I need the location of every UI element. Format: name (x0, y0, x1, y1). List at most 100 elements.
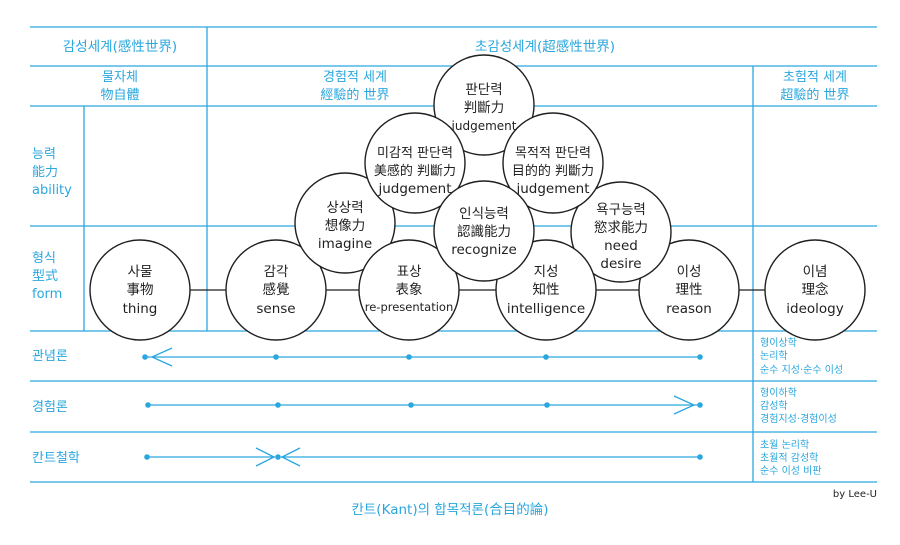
node-ideology-ko: 이념 (803, 264, 828, 280)
node-representation-hanja: 表象 (396, 282, 423, 298)
row-label-form-ko: 형식 (32, 251, 56, 266)
node-representation-en: re-presentation (365, 300, 454, 314)
node-aesthetic-judgement: 미감적 판단력 美感的 判斷力 judgement (364, 112, 466, 214)
node-desire-en-need: need (604, 238, 638, 254)
note-empiricism-3: 경험지성·경험이성 (760, 412, 837, 425)
note-kant-1: 초월 논리학 (760, 439, 809, 451)
row-label-form-en: form (32, 287, 62, 302)
node-imagine-en: imagine (318, 236, 372, 252)
subheader-transcendental-world-ko: 초험적 세계 (783, 70, 847, 85)
row-label-kant: 칸트철학 (32, 451, 80, 466)
node-imagine: 상상력 想像力 imagine (294, 172, 396, 274)
node-thing: 사물 事物 thing (89, 239, 191, 341)
node-judgement-en: judgement (451, 119, 517, 133)
subheader-empirical-world-ko: 경험적 세계 (323, 70, 387, 85)
node-judgement-ko: 판단력 (465, 82, 502, 98)
node-recognize-en: recognize (451, 242, 517, 258)
node-reason: 이성 理性 reason (638, 239, 740, 341)
node-sense-hanja: 感覺 (263, 281, 290, 298)
kant-arrow (144, 447, 703, 467)
node-judgement-hanja: 判斷力 (464, 100, 505, 116)
note-idealism-1: 형이상학 (760, 337, 797, 349)
header-supersensible-world: 초감성세계(超感性世界) (475, 38, 615, 55)
idealism-dot-representation (406, 354, 412, 360)
node-desire-hanja: 慾求能力 (594, 220, 648, 236)
subheader-thing-in-itself-hanja: 物自體 (100, 88, 139, 103)
node-ideology-hanja: 理念 (802, 281, 829, 298)
idealism-arrow (142, 347, 703, 367)
empiricism-arrow (145, 395, 703, 415)
row-label-ability-hanja: 能力 (32, 165, 58, 180)
node-sense-ko: 감각 (264, 264, 289, 280)
idealism-dot-thing (142, 354, 148, 360)
node-desire-en-desire: desire (600, 256, 641, 272)
node-aesthetic-judgement-hanja: 美感的 判斷力 (374, 163, 456, 179)
node-teleological-judgement-ko: 목적적 판단력 (515, 146, 591, 161)
node-reason-circle (638, 239, 740, 341)
node-desire: 욕구능력 慾求能力 need desire (570, 181, 672, 283)
note-idealism-2: 논리학 (760, 350, 788, 362)
node-teleological-judgement-hanja: 目的的 判斷力 (512, 163, 594, 179)
idealism-dot-reason (697, 354, 703, 360)
kant-dot-reason (697, 454, 703, 460)
node-recognize-circle (433, 180, 535, 282)
subheader-transcendental-world-hanja: 超驗的 世界 (780, 87, 849, 103)
node-sense-circle (225, 239, 327, 341)
node-recognize-hanja: 認識能力 (457, 224, 511, 240)
node-aesthetic-judgement-circle (364, 112, 466, 214)
note-kant-2: 초월적 감성학 (760, 452, 818, 464)
node-representation-circle (358, 239, 460, 341)
node-sense-en: sense (256, 301, 295, 317)
note-idealism-3: 순수 지성·순수 이성 (760, 364, 843, 376)
node-judgement-circle (433, 54, 535, 156)
node-imagine-hanja: 想像力 (325, 218, 366, 234)
row-label-ability-ko: 능력 (32, 147, 56, 162)
node-reason-en: reason (666, 301, 712, 317)
row-label-ability-en: ability (32, 183, 72, 198)
node-thing-en: thing (123, 301, 158, 317)
node-sense: 감각 感覺 sense (225, 239, 327, 341)
header-sensible-world: 감성세계(感性世界) (63, 38, 177, 55)
node-thing-hanja: 事物 (127, 282, 154, 298)
node-desire-circle (570, 181, 672, 283)
node-representation: 표상 表象 re-presentation (358, 239, 460, 341)
empiricism-dot-reason (697, 402, 703, 408)
node-thing-circle (89, 239, 191, 341)
node-intelligence-hanja: 知性 (533, 281, 560, 298)
empiricism-arrowhead-right (673, 395, 696, 415)
note-kant-3: 순수 이성 비판 (760, 465, 822, 477)
credit: by Lee-U (833, 489, 877, 500)
idealism-dot-intelligence (543, 354, 549, 360)
kant-dot-sense (275, 454, 281, 460)
node-aesthetic-judgement-ko: 미감적 판단력 (377, 146, 453, 161)
node-imagine-circle (294, 172, 396, 274)
node-thing-ko: 사물 (128, 264, 153, 280)
node-ideology-en: ideology (786, 301, 843, 317)
empiricism-dot-sense (275, 402, 281, 408)
node-desire-ko: 욕구능력 (596, 202, 646, 218)
grid (30, 26, 877, 483)
caption: 칸트(Kant)의 합목적론(合目的論) (351, 502, 548, 518)
idealism-arrowhead-left (150, 347, 173, 367)
row-label-idealism: 관념론 (32, 349, 68, 364)
empiricism-dot-intelligence (544, 402, 550, 408)
subheader-thing-in-itself-ko: 물자체 (102, 70, 138, 85)
empiricism-dot-representation (408, 402, 414, 408)
node-reason-hanja: 理性 (676, 282, 703, 298)
node-teleological-judgement-en: judgement (515, 181, 589, 197)
note-empiricism-1: 형이하학 (760, 386, 797, 399)
node-ideology-circle (764, 239, 866, 341)
node-intelligence-en: intelligence (507, 301, 585, 317)
node-ideology: 이념 理念 ideology (764, 239, 866, 341)
node-recognize-ko: 인식능력 (459, 206, 509, 222)
row-label-empiricism: 경험론 (32, 400, 68, 415)
idealism-dot-sense (273, 354, 279, 360)
note-empiricism-2: 감성학 (760, 400, 788, 412)
subheader-empirical-world-hanja: 經驗的 世界 (320, 87, 389, 103)
row-label-form-hanja: 型式 (32, 269, 58, 284)
empiricism-dot-thing (145, 402, 151, 408)
kant-dot-thing (144, 454, 150, 460)
node-representation-ko: 표상 (397, 264, 422, 280)
node-teleological-judgement: 목적적 판단력 目的的 判斷力 judgement (502, 112, 604, 214)
